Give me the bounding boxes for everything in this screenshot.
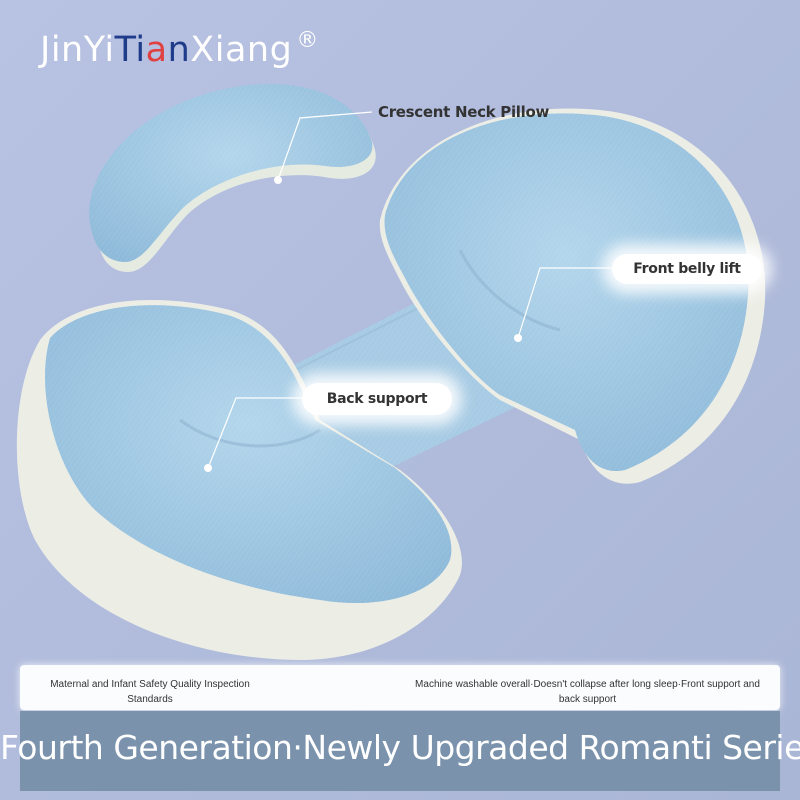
back-support-label: Back support (326, 391, 428, 407)
features-strip (20, 665, 780, 710)
back-support-pillow (16, 300, 462, 660)
banner-title: Fourth Generation·Newly Upgraded Romanti… (0, 728, 800, 767)
brand-letter-a: a (145, 30, 168, 70)
registered-mark: ® (296, 28, 319, 53)
brand-letter-i: i (135, 30, 146, 70)
belly-lift-callout: Front belly lift (612, 254, 762, 284)
safety-standard-text: Maternal and Infant Safety Quality Inspe… (50, 679, 250, 705)
brand-logo: JinYiTianXiang® (40, 28, 319, 70)
callout-dots (204, 176, 522, 472)
back-support-callout: Back support (302, 383, 452, 415)
crescent-neck-pillow (89, 83, 376, 273)
callout-leaders (207, 111, 612, 469)
features-summary-text: Machine washable overall·Doesn't collaps… (415, 679, 760, 705)
brand-suffix: Xiang (190, 30, 293, 70)
belly-lift-label: Front belly lift (633, 261, 741, 277)
brand-letter-n: n (167, 30, 191, 70)
neck-pillow-label: Crescent Neck Pillow (378, 103, 550, 121)
brand-letter-t: T (114, 30, 136, 70)
bottom-banner (20, 711, 780, 791)
brand-prefix: JinYi (40, 30, 115, 70)
front-belly-pillow (379, 108, 766, 484)
